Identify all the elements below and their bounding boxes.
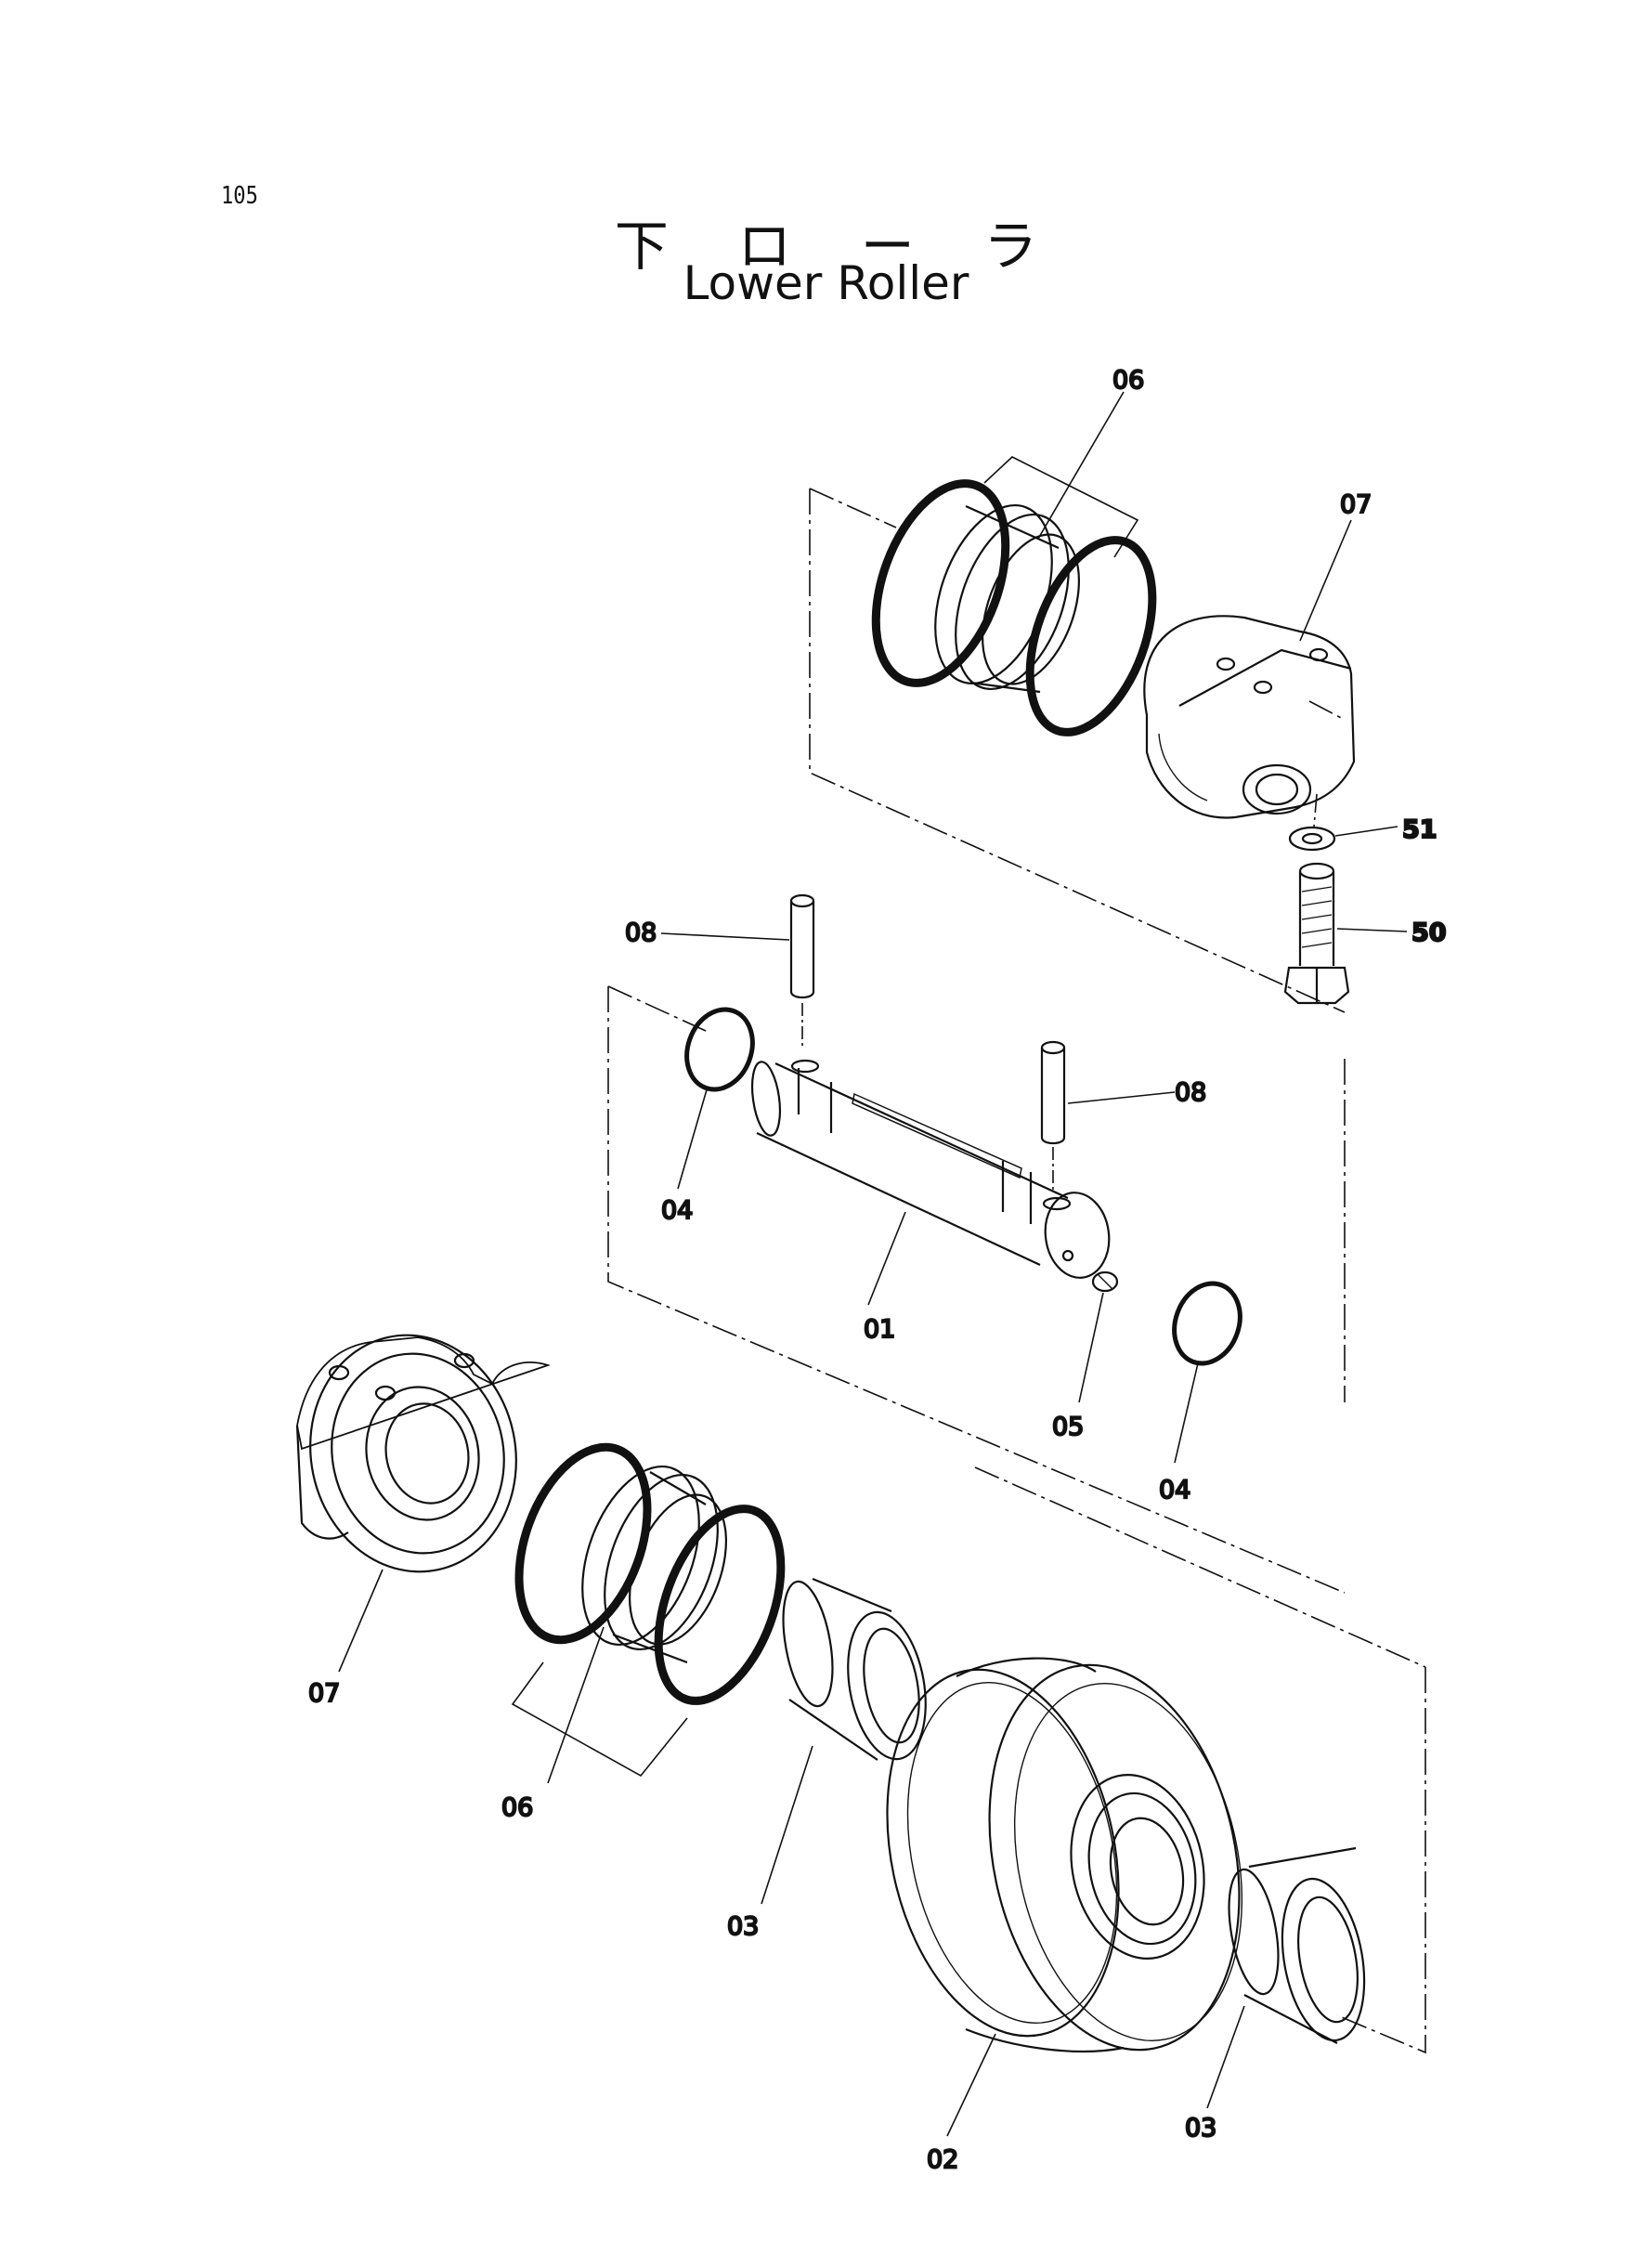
leader-03-right (1206, 2005, 1245, 2109)
top-floating-seal (934, 503, 1081, 694)
plug-05 (1091, 1270, 1119, 1293)
callout-07-top: 07 (1340, 490, 1372, 519)
shaft-01 (750, 1059, 1111, 1279)
top-o-ring-right (1025, 536, 1157, 736)
callout-06-top: 06 (1112, 366, 1144, 395)
leader-08-right (1067, 1091, 1176, 1104)
callout-51: 51 (1402, 815, 1437, 844)
callout-04-right: 04 (1159, 1476, 1190, 1505)
pin-08-right (1040, 1040, 1066, 1145)
bottom-seal-bracket (511, 1661, 688, 1778)
assembly-frame-lines (607, 488, 1426, 2054)
leader-07-top (1299, 519, 1352, 642)
leader-51 (1334, 826, 1398, 837)
leader-07-bottom (338, 1569, 384, 1673)
leader-03-left (761, 1745, 813, 1905)
bolt-50 (1283, 862, 1350, 1005)
leader-02 (946, 2033, 996, 2137)
o-ring-04-left (684, 1007, 755, 1092)
bottom-o-ring-left (514, 1442, 652, 1645)
callout-05: 05 (1052, 1413, 1084, 1441)
leader-50 (1336, 928, 1408, 932)
leader-05 (1078, 1292, 1104, 1403)
leader-06-top (1037, 391, 1125, 540)
top-o-ring-left (871, 479, 1010, 687)
callout-08-left: 08 (625, 919, 657, 947)
pin-08-left (789, 893, 815, 999)
title-english: Lower Roller (683, 256, 969, 310)
bushing-03-left (782, 1577, 927, 1761)
bottom-floating-seal (581, 1465, 728, 1664)
leader-08-left (660, 932, 790, 941)
washer-51 (1288, 826, 1336, 852)
roller-02 (886, 1657, 1243, 2053)
callout-02: 02 (927, 2145, 958, 2174)
page-number: 105 (221, 182, 258, 210)
leader-04-right (1174, 1362, 1199, 1464)
callout-01: 01 (864, 1315, 895, 1344)
o-ring-04-right (1172, 1281, 1242, 1366)
top-seal-bracket (983, 456, 1139, 558)
leader-04-left (677, 1086, 709, 1190)
bottom-end-collar (295, 1334, 551, 1573)
callout-04-left: 04 (661, 1196, 693, 1225)
top-end-collar (1143, 615, 1356, 819)
leader-01 (867, 1211, 906, 1306)
leader-06-bottom (547, 1626, 605, 1784)
callout-06-bottom: 06 (501, 1793, 533, 1822)
axis-collar-bolt (1313, 793, 1318, 827)
callout-08-right: 08 (1175, 1078, 1206, 1107)
callout-07-bottom: 07 (308, 1679, 340, 1708)
bushing-03-right (1228, 1846, 1366, 2044)
bottom-o-ring-right (654, 1505, 786, 1705)
callout-03-left: 03 (727, 1912, 759, 1941)
callout-50: 50 (1411, 919, 1447, 947)
title-japanese: 下 ロ ー ラ (614, 215, 1064, 278)
callout-03-right: 03 (1185, 2114, 1216, 2143)
